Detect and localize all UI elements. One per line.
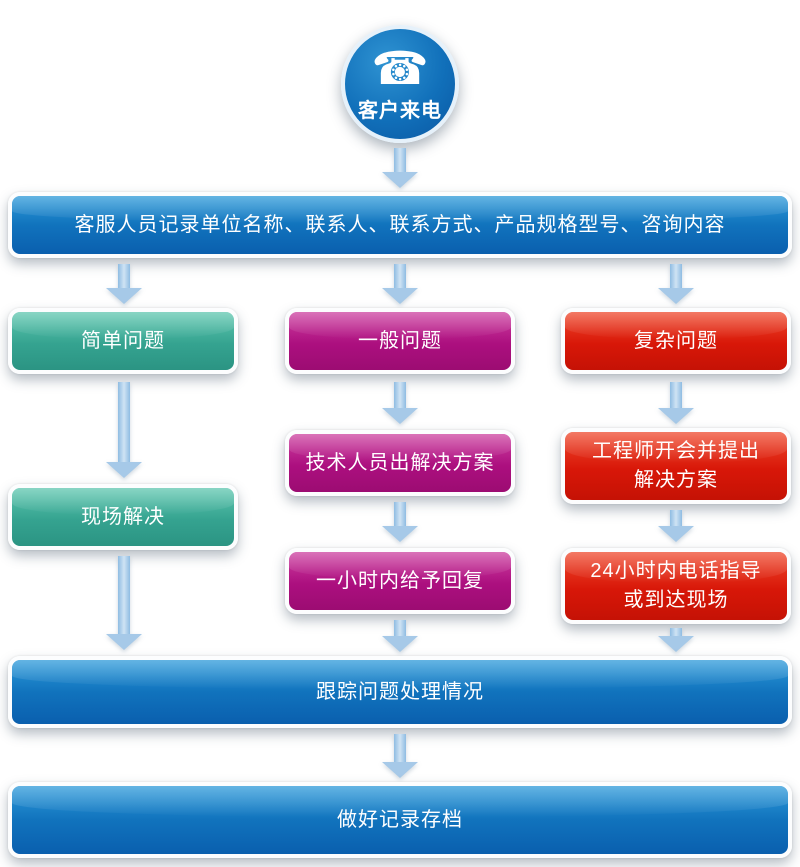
arrow-shaft — [670, 382, 682, 408]
arrow-head-icon — [106, 462, 142, 478]
arrow-onsite-to-track — [106, 556, 142, 650]
node-engineer-meeting: 工程师开会并提出 解决方案 — [561, 428, 791, 504]
node-24h-guidance: 24小时内电话指导 或到达现场 — [561, 548, 791, 624]
arrow-general-to-solution — [382, 382, 418, 424]
arrow-head-icon — [106, 288, 142, 304]
node-complex-problem: 复杂问题 — [561, 308, 791, 374]
arrow-head-icon — [106, 634, 142, 650]
arrow-head-icon — [658, 526, 694, 542]
arrow-complex-to-meeting — [658, 382, 694, 424]
arrow-guidance-to-track — [658, 628, 694, 652]
arrow-simple-to-onsite — [106, 382, 142, 478]
node-onsite-resolution: 现场解决 — [8, 484, 238, 550]
node-simple-problem: 简单问题 — [8, 308, 238, 374]
arrow-head-icon — [382, 172, 418, 188]
arrow-shaft — [670, 264, 682, 288]
arrow-shaft — [394, 620, 406, 636]
arrow-shaft — [394, 264, 406, 288]
arrow-meeting-to-guidance — [658, 510, 694, 542]
arrow-head-icon — [382, 288, 418, 304]
node-one-hour-reply: 一小时内给予回复 — [285, 548, 515, 614]
node-general-problem: 一般问题 — [285, 308, 515, 374]
arrow-shaft — [670, 510, 682, 526]
arrow-start-to-record — [382, 148, 418, 188]
arrow-record-to-general — [382, 264, 418, 304]
arrow-record-to-simple — [106, 264, 142, 304]
arrow-head-icon — [658, 636, 694, 652]
arrow-shaft — [118, 264, 130, 288]
arrow-shaft — [118, 382, 130, 462]
arrow-shaft — [394, 502, 406, 526]
start-node-customer-call: ☎ 客户来电 — [341, 25, 459, 143]
record-step-bar: 客服人员记录单位名称、联系人、联系方式、产品规格型号、咨询内容 — [8, 192, 792, 258]
node-tech-solution: 技术人员出解决方案 — [285, 430, 515, 496]
arrow-reply-to-track — [382, 620, 418, 652]
phone-icon: ☎ — [371, 42, 429, 94]
arrow-record-to-complex — [658, 264, 694, 304]
arrow-shaft — [394, 734, 406, 762]
arrow-head-icon — [382, 636, 418, 652]
arrow-head-icon — [382, 408, 418, 424]
track-step-bar: 跟踪问题处理情况 — [8, 656, 792, 728]
arrow-head-icon — [382, 762, 418, 778]
arrow-shaft — [118, 556, 130, 634]
arrow-head-icon — [658, 288, 694, 304]
arrow-head-icon — [382, 526, 418, 542]
start-node-label: 客户来电 — [358, 100, 442, 122]
arrow-shaft — [394, 382, 406, 408]
arrow-shaft — [670, 628, 682, 636]
arrow-shaft — [394, 148, 406, 172]
arrow-head-icon — [658, 408, 694, 424]
arrow-solution-to-reply — [382, 502, 418, 542]
archive-step-bar: 做好记录存档 — [8, 782, 792, 858]
arrow-track-to-archive — [382, 734, 418, 778]
